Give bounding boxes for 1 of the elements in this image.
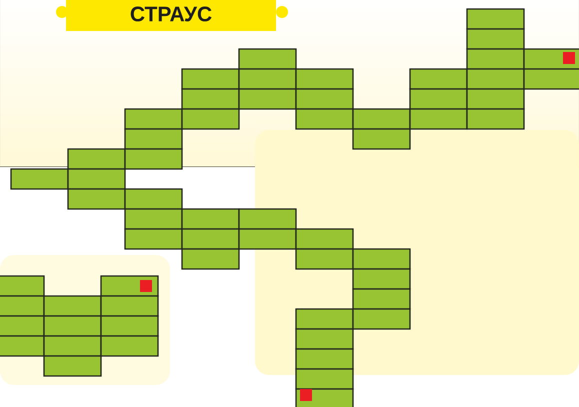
title-banner: СТРАУС	[56, 0, 288, 31]
